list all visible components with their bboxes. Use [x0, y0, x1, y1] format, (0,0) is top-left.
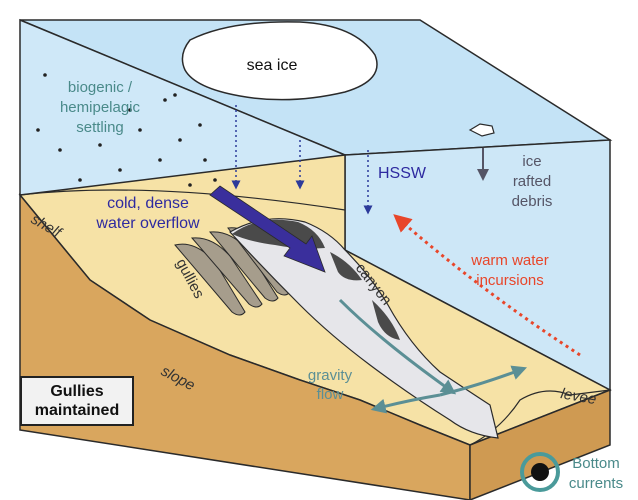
- warm-water-label-line2: incursions: [476, 272, 544, 289]
- warm-water-arrow: [393, 214, 581, 357]
- biogenic-label-line1: biogenic /: [68, 79, 133, 96]
- gravity-flow-label-line2: flow: [317, 386, 344, 403]
- sea-ice-floe: [181, 21, 378, 101]
- gullies-maintained-box: Gullies maintained: [20, 376, 134, 426]
- biogenic-label-line2: hemipelagic: [60, 99, 141, 116]
- bottom-currents-label-line1: Bottom: [572, 455, 620, 472]
- gully-2: [190, 237, 263, 308]
- sea-ice-label: sea ice: [247, 57, 298, 74]
- ice-rafted-label-line3: debris: [512, 193, 553, 210]
- canyon-dark-patch-2: [330, 252, 362, 281]
- settling-particles: [36, 73, 217, 187]
- settling-lines: [231, 105, 373, 215]
- gravity-flow-arrows: [338, 298, 528, 414]
- warm-water-label-line1: warm water: [470, 252, 549, 269]
- shelf-break-line: [19, 189, 346, 211]
- small-ice-chunk: [468, 123, 495, 137]
- hssw-label: HSSW: [378, 165, 427, 182]
- box-title-line1: Gullies: [50, 383, 104, 400]
- ice-rafted-label-line1: ice: [522, 153, 541, 170]
- bottom-currents-label-line2: currents: [569, 475, 623, 492]
- gravity-flow-label-line1: gravity: [308, 367, 353, 384]
- cold-water-label-line2: water overflow: [95, 215, 200, 232]
- cold-water-arrow: [209, 185, 326, 273]
- cold-water-label-line1: cold, dense: [107, 195, 189, 212]
- gully-1: [174, 243, 246, 316]
- box-title-line2: maintained: [34, 402, 120, 419]
- biogenic-label-line3: settling: [76, 119, 124, 136]
- canyon-dark-patch-3: [372, 300, 400, 340]
- bottom-currents-icon-core: [531, 463, 549, 481]
- sediment-right-face: [469, 388, 611, 500]
- bottom-currents-icon: [520, 452, 560, 492]
- canyon-fill: [229, 218, 499, 439]
- gully-3: [209, 231, 279, 302]
- levee-label: levee: [559, 385, 597, 408]
- ice-rafted-label-line2: rafted: [513, 173, 551, 190]
